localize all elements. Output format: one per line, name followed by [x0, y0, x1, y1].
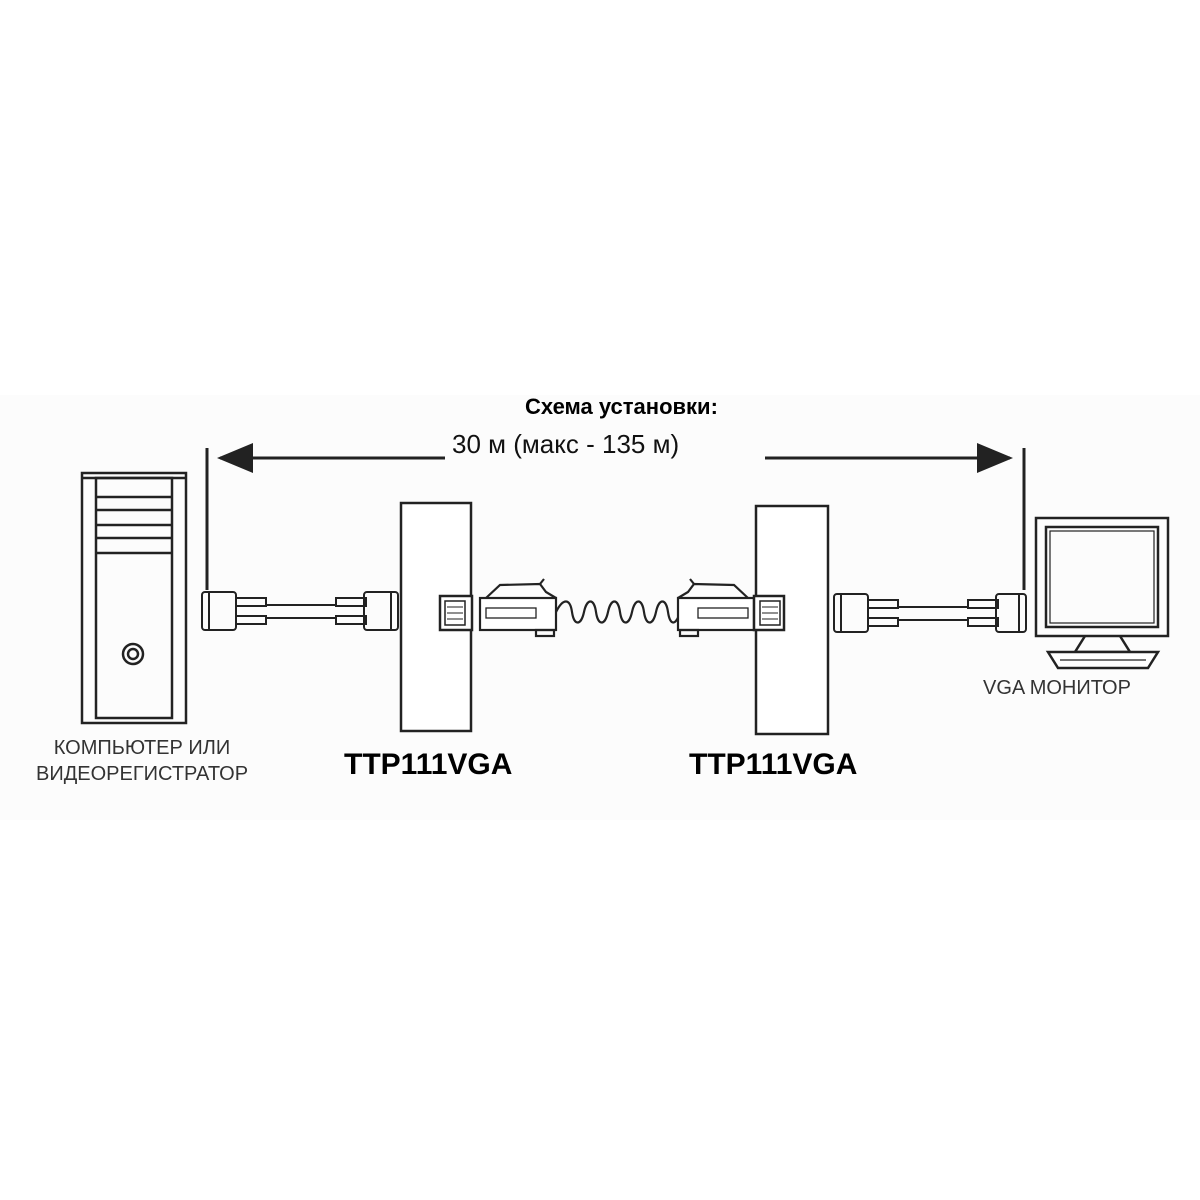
- vga-cable-left: [201, 591, 399, 631]
- receiver-box: [752, 504, 830, 736]
- source-device-label: КОМПЬЮТЕР ИЛИ ВИДЕОРЕГИСТРАТОР: [36, 735, 248, 787]
- monitor-icon: [1034, 516, 1170, 670]
- source-label-line2: ВИДЕОРЕГИСТРАТОР: [36, 763, 249, 785]
- computer-tower-icon: [80, 471, 188, 725]
- distance-dimension: [205, 443, 1026, 590]
- diagram-title: Схема установки:: [525, 394, 718, 419]
- receiver-label: TTP111VGA: [689, 748, 858, 781]
- transmitter-label: TTP111VGA: [344, 748, 513, 781]
- rj45-plug-right: [676, 578, 756, 638]
- rj45-plug-left: [478, 578, 558, 638]
- twisted-pair-cable: [555, 600, 682, 624]
- source-label-line1: КОМПЬЮТЕР ИЛИ: [53, 737, 231, 759]
- monitor-label: VGA МОНИТОР: [983, 677, 1131, 699]
- vga-cable-right: [833, 593, 1027, 633]
- distance-label: 30 м (макс - 135 м): [452, 429, 680, 459]
- transmitter-box: [399, 501, 474, 733]
